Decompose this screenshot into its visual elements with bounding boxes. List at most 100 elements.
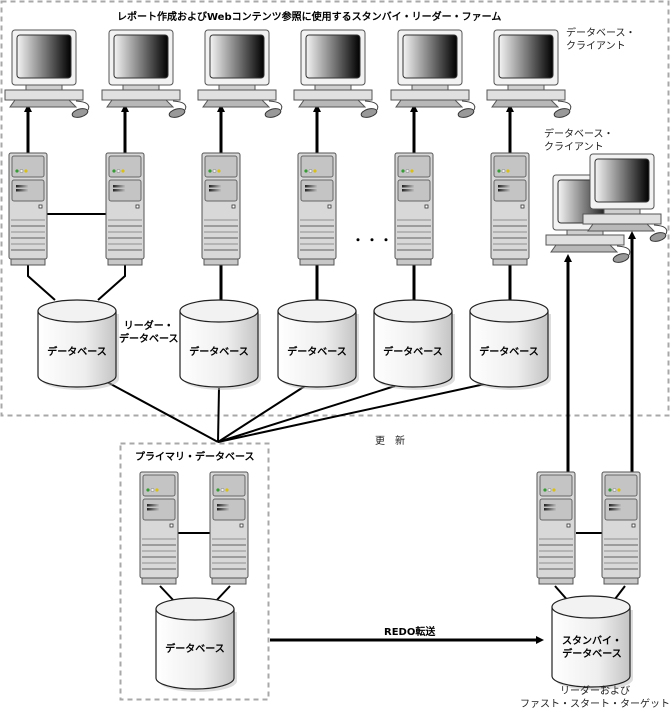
monitor-stand (507, 84, 545, 91)
reader-db-label: リーダー・ データベース (119, 320, 179, 346)
server-foot (141, 577, 177, 585)
drive-slot (113, 189, 125, 192)
keyboard-icon (298, 99, 367, 108)
monitor-screen (305, 34, 361, 79)
power-button (424, 204, 429, 209)
desktop-base (4, 89, 84, 101)
monitor-screen (113, 34, 169, 79)
led-green (112, 169, 116, 173)
mouse-cable (75, 100, 90, 111)
cylinder-top (179, 299, 259, 323)
client-label-top-line2: クライアント (566, 41, 626, 52)
cylinder-top (37, 299, 117, 323)
drive-slot (544, 504, 556, 507)
primary-server-2 (209, 471, 249, 585)
drive-slot (305, 185, 317, 188)
desktop-base (390, 89, 470, 101)
power-button (169, 523, 174, 528)
desktop-base (197, 89, 277, 101)
led-green (543, 488, 547, 492)
monitor-screen (16, 34, 72, 79)
standby-client-workstation-2 (582, 153, 668, 242)
server-bay-top (142, 474, 176, 497)
mouse-cable (653, 224, 668, 235)
led-yellow (617, 488, 621, 492)
client-label-top-line1: データベース・ (566, 28, 636, 39)
led-yellow (225, 488, 229, 492)
mouse-icon (457, 108, 475, 118)
led-green (15, 169, 19, 173)
reader-database-2 (179, 299, 261, 390)
drive-slot (498, 189, 510, 192)
standby-caption-line2: ファスト・スタート・ターゲット (520, 699, 670, 710)
power-button (38, 204, 43, 209)
server-bay-top (493, 155, 527, 178)
monitor-stand (411, 84, 449, 91)
reader-db-1-label: データベース (47, 347, 107, 358)
led-green (146, 488, 150, 492)
server-bay-top (11, 155, 45, 178)
mouse-cable (461, 100, 476, 111)
database-cylinder-icon (551, 607, 631, 688)
mouse-cable (268, 100, 283, 111)
database-cylinder-icon (373, 311, 453, 388)
mouse-cable (364, 100, 379, 111)
server-bay-top (204, 155, 238, 178)
primary-server-to-db-link (159, 585, 176, 603)
keyboard-icon (550, 244, 619, 253)
led-green (497, 169, 501, 173)
monitor-screen (594, 158, 650, 203)
primary-database (155, 597, 237, 692)
cylinder-top (551, 595, 631, 619)
power-button (327, 204, 332, 209)
reader-db-5-label: データベース (479, 347, 539, 358)
monitor-screen (498, 34, 554, 79)
standby-server-2 (601, 471, 641, 585)
standby-server-1 (536, 471, 576, 585)
drive-slot (16, 189, 28, 192)
led-white (212, 169, 217, 173)
server-foot (538, 577, 574, 585)
server-foot (107, 258, 143, 266)
drive-slot (217, 504, 229, 507)
reader-db-label-line1: リーダー・ (123, 321, 174, 332)
drive-slot (113, 185, 125, 188)
reader-database-5 (469, 299, 551, 390)
drive-slot (16, 185, 28, 188)
reader-server-4 (297, 152, 337, 266)
power-button (520, 204, 525, 209)
drive-slot (609, 508, 621, 511)
power-button (239, 523, 244, 528)
keyboard-icon (9, 99, 78, 108)
reader-database-3 (277, 299, 359, 390)
led-green (208, 169, 212, 173)
led-yellow (313, 169, 317, 173)
power-button (231, 204, 236, 209)
standby-caption-line1: リーダーおよび (560, 686, 630, 697)
mouse-cable (172, 100, 187, 111)
drive-slot (147, 508, 159, 511)
led-white (547, 488, 552, 492)
mouse-icon (264, 108, 282, 118)
led-green (216, 488, 220, 492)
reader-client-workstation-6 (486, 29, 572, 118)
primary-boundary (119, 442, 270, 701)
led-white (405, 169, 410, 173)
reader-db-2-label: データベース (189, 347, 249, 358)
cylinder-top (277, 299, 357, 323)
client-label-right-line2: クライアント (544, 142, 604, 153)
redo-transport-label: REDO転送 (384, 627, 436, 638)
server-bay-top (604, 474, 638, 497)
update-link (217, 387, 220, 443)
update-link (217, 385, 306, 443)
drive-slot (498, 185, 510, 188)
led-white (150, 488, 155, 492)
reader-client-workstation-2 (101, 29, 187, 118)
server-foot (396, 258, 432, 266)
client-label-right: データベース・ クライアント (544, 128, 614, 154)
ellipsis: ・・・ (352, 233, 395, 247)
update-link (106, 381, 219, 443)
server-bay-top (397, 155, 431, 178)
reader-client-workstation-1 (4, 29, 90, 118)
